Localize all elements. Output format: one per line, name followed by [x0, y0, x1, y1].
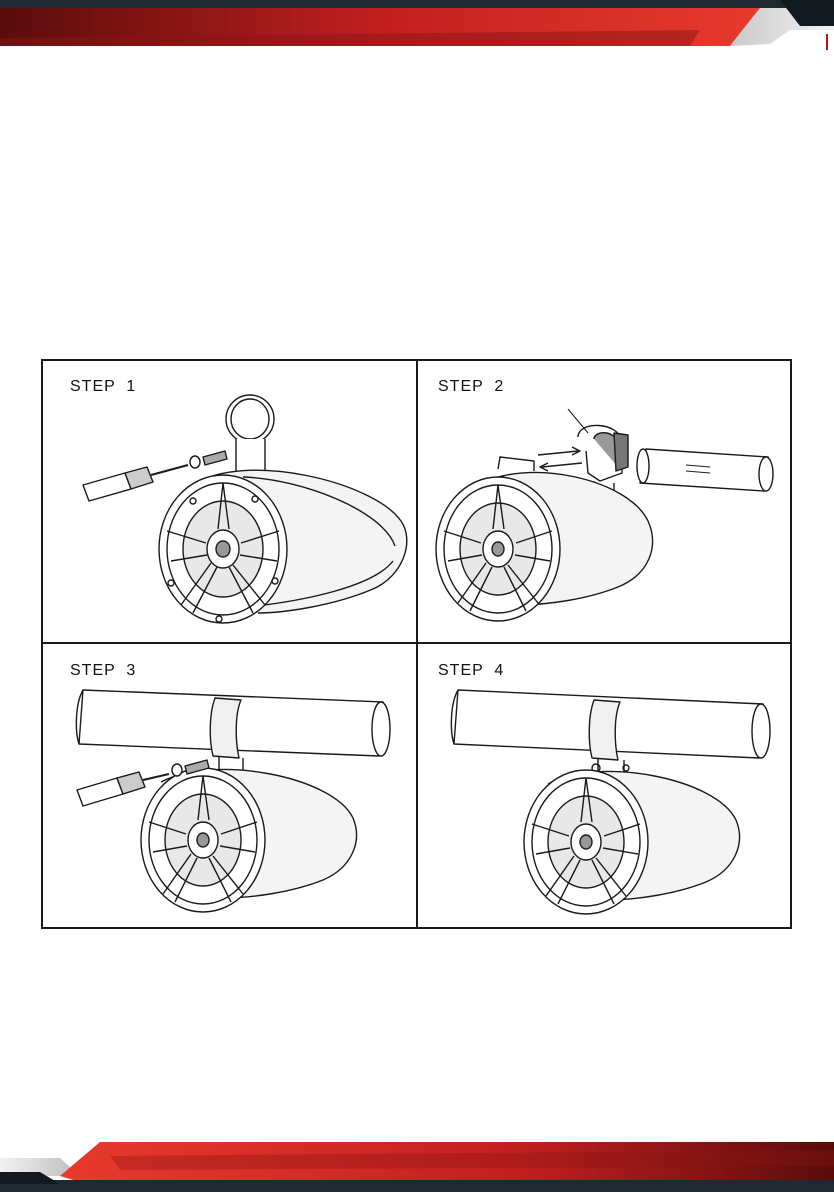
step-3-illustration — [43, 644, 416, 927]
footer-decorative-band — [0, 1136, 834, 1192]
step-1-illustration — [43, 361, 416, 642]
step-4-panel: STEP 4 — [418, 644, 790, 927]
installation-steps-grid: STEP 1 — [41, 359, 792, 929]
grid-horizontal-divider — [43, 642, 790, 644]
step-4-illustration — [418, 644, 790, 927]
step-1-panel: STEP 1 — [43, 361, 416, 642]
step-2-illustration — [418, 361, 790, 642]
step-3-panel: STEP 3 — [43, 644, 416, 927]
grid-vertical-divider — [416, 361, 418, 927]
step-2-panel: STEP 2 — [418, 361, 790, 642]
header-decorative-band — [0, 0, 834, 50]
